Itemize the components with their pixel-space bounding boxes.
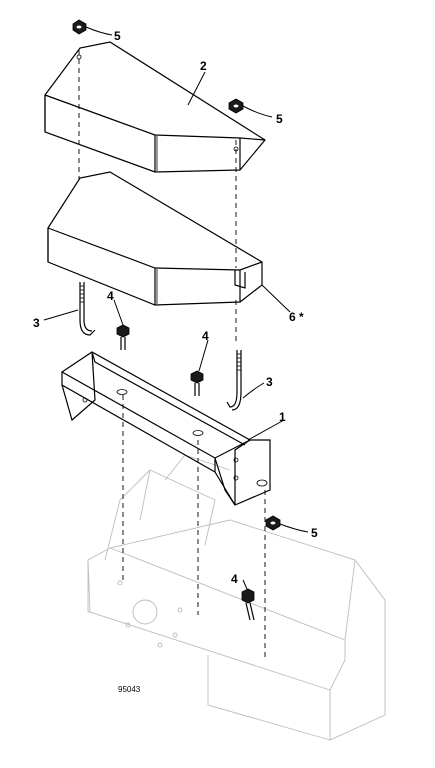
callout-nut-lower: 5 [311,526,318,540]
callout-rod-left: 3 [33,316,40,330]
callout-part-6: 6 * [289,310,304,324]
callout-bracket: 1 [279,410,286,424]
frame-outline [87,454,386,741]
bolt-left [116,324,130,350]
callout-bolt-middle: 4 [202,329,209,343]
callout-nut-top-right: 5 [276,112,283,126]
bolt-lower [241,588,255,621]
j-rod-left [79,282,96,336]
mounting-bracket [60,351,271,506]
callout-bolt-lower: 4 [231,572,238,586]
callout-part-2: 2 [200,59,207,73]
stud-top-left [76,54,82,60]
bolt-middle [190,370,204,396]
leader-lines [43,26,309,590]
j-rod-right [226,350,242,411]
callout-rod-right: 3 [266,375,273,389]
nut-top-right [228,98,244,114]
alignment-lines [78,50,266,660]
callout-nut-top-left: 5 [114,29,121,43]
callout-bolt-left: 4 [107,289,114,303]
weight-upper [44,41,266,173]
stud-top-right [233,146,239,152]
figure-id: 95043 [118,685,141,694]
nut-lower [265,515,281,531]
nut-top-left [72,19,87,35]
